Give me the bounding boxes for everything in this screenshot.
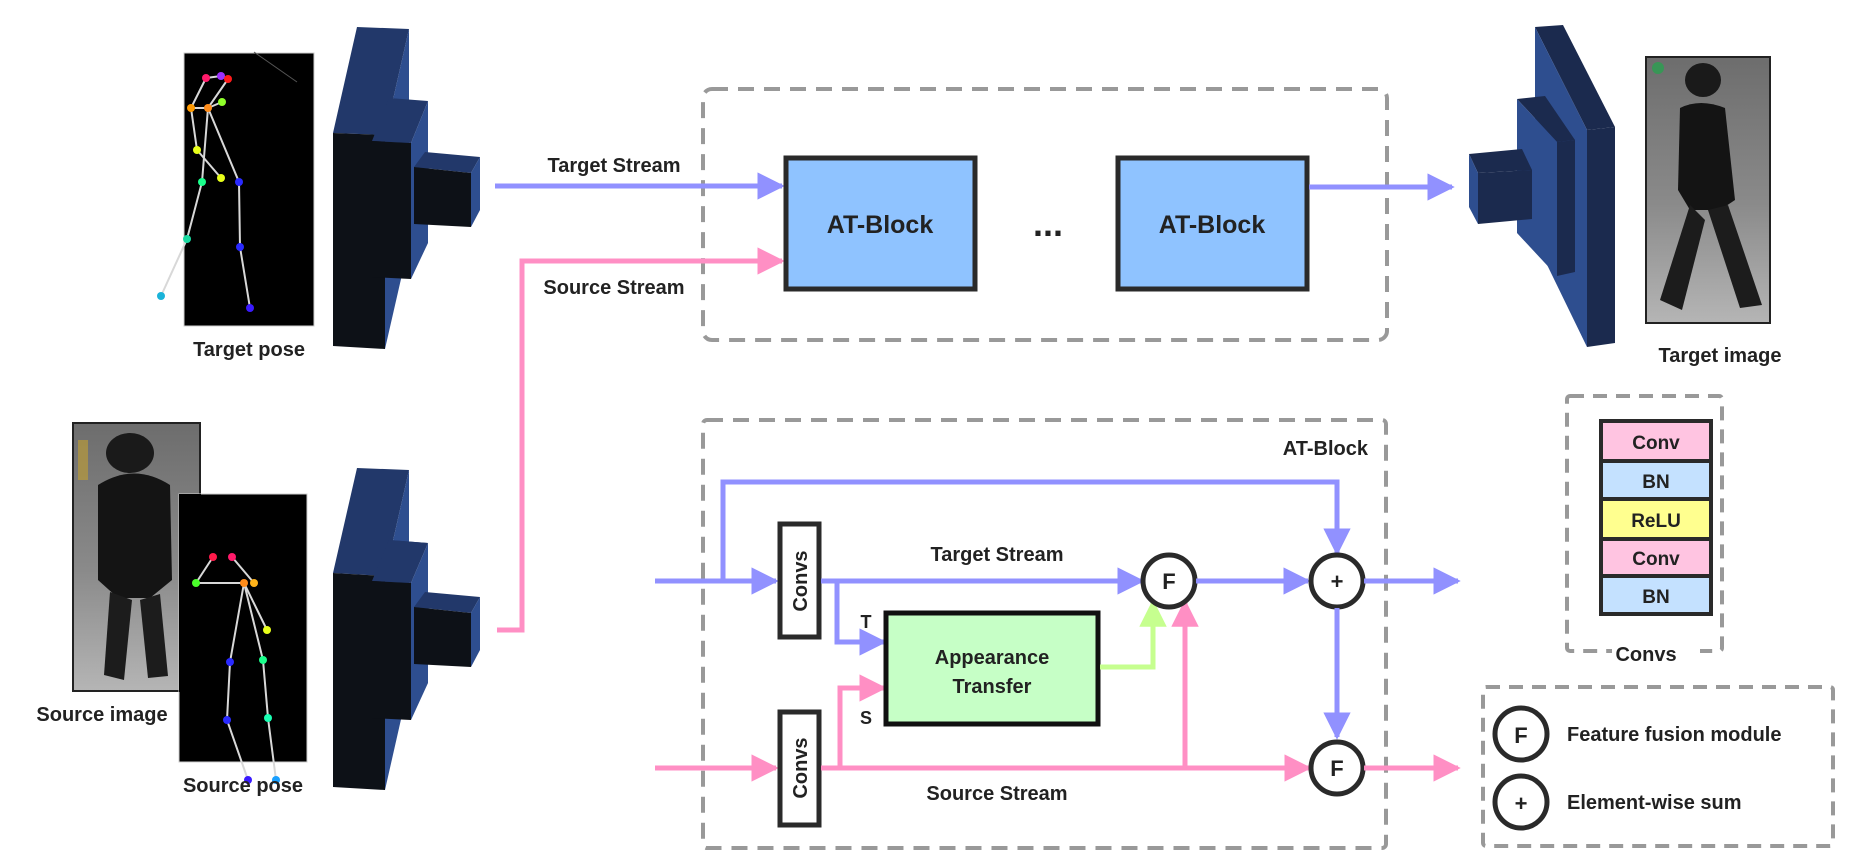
sum-node: + xyxy=(1308,552,1366,610)
layer-relu xyxy=(1599,497,1713,541)
svg-text:+: + xyxy=(1331,569,1344,594)
svg-text:AT-Block: AT-Block xyxy=(1159,211,1266,239)
s-port-label: S xyxy=(860,708,872,728)
appearance-output-arrow xyxy=(1100,599,1167,670)
fusion-node-top: F xyxy=(1140,552,1198,610)
svg-text:ReLU: ReLU xyxy=(1631,511,1681,532)
bottom-convs-block: Convs xyxy=(777,709,822,828)
svg-text:Feature fusion module: Feature fusion module xyxy=(1567,724,1781,746)
sum-symbol-icon xyxy=(1492,773,1550,831)
source-stream-arrow xyxy=(497,247,785,633)
target-encoder xyxy=(333,27,480,349)
svg-text:F: F xyxy=(1514,723,1527,748)
detail-target-stream-label: Target Stream xyxy=(930,544,1063,566)
appearance-transfer-block: Appearance Transfer xyxy=(883,610,1101,727)
svg-text:AT-Block: AT-Block xyxy=(827,211,934,239)
legend-item-sum: + Element-wise sum xyxy=(1492,773,1742,831)
source-stream-label: Source Stream xyxy=(543,277,684,299)
skip-connection-arrow xyxy=(720,479,1351,581)
target-pose-image xyxy=(157,51,315,327)
svg-text:Conv: Conv xyxy=(1632,549,1680,570)
at-block-chain-container xyxy=(701,87,1389,342)
decoder xyxy=(1469,25,1615,347)
layer-conv-1 xyxy=(1599,419,1713,463)
svg-text:Conv: Conv xyxy=(1632,433,1680,454)
t-port-label: T xyxy=(861,612,872,632)
svg-text:F: F xyxy=(1330,756,1343,781)
fusion-symbol-icon xyxy=(1492,705,1550,763)
svg-text:Element-wise sum: Element-wise sum xyxy=(1567,792,1742,814)
legend-item-fusion: F Feature fusion module xyxy=(1492,705,1781,763)
svg-text:BN: BN xyxy=(1642,472,1669,493)
source-pose-image xyxy=(178,493,308,784)
fusion-node-bottom: F xyxy=(1308,739,1366,797)
target-image-label: Target image xyxy=(1659,345,1782,367)
convs-detail-title: Convs xyxy=(1615,644,1676,666)
source-pose-label: Source pose xyxy=(183,775,303,797)
at-block-1: AT-Block xyxy=(783,155,978,292)
svg-text:Convs: Convs xyxy=(790,737,812,798)
svg-text:Convs: Convs xyxy=(790,550,812,611)
source-image-label: Source image xyxy=(36,704,167,726)
source-image xyxy=(72,422,201,692)
top-convs-block: Convs xyxy=(777,521,822,640)
target-pose-label: Target pose xyxy=(193,339,305,361)
t-branch-arrow xyxy=(834,581,887,656)
source-encoder xyxy=(333,468,480,790)
at-block-n: AT-Block xyxy=(1115,155,1310,292)
convs-layer-stack: Conv BN ReLU Conv BN xyxy=(1599,419,1713,616)
ellipsis: ... xyxy=(1033,203,1063,244)
target-stream-label: Target Stream xyxy=(547,155,680,177)
target-image xyxy=(1645,56,1771,324)
layer-conv-2 xyxy=(1599,537,1713,578)
legend-container xyxy=(1481,685,1835,848)
detail-source-stream-label: Source Stream xyxy=(926,783,1067,805)
svg-text:+: + xyxy=(1515,791,1528,816)
svg-text:BN: BN xyxy=(1642,587,1669,608)
svg-text:F: F xyxy=(1162,569,1175,594)
s-branch-arrow xyxy=(837,674,887,768)
svg-text:Appearance: Appearance xyxy=(935,647,1050,669)
svg-text:Transfer: Transfer xyxy=(953,676,1032,698)
at-block-detail-title: AT-Block xyxy=(1283,438,1369,460)
at-block-detail-container xyxy=(701,418,1388,850)
convs-detail-container xyxy=(1565,394,1724,653)
layer-bn-2 xyxy=(1599,574,1713,616)
